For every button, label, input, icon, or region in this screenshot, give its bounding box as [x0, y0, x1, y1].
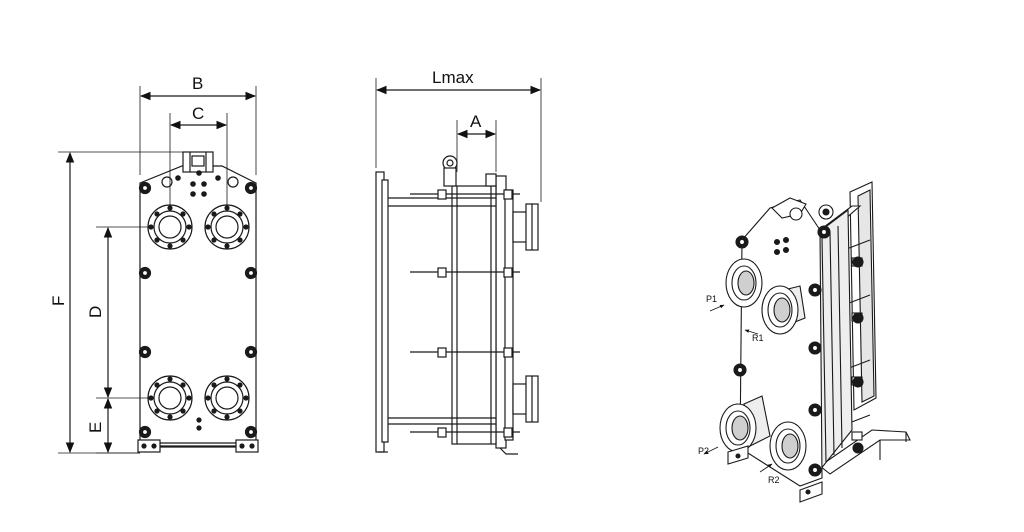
- label-d: D: [86, 306, 105, 318]
- front-flange-top-right: [204, 204, 250, 250]
- side-nozzle-top: [512, 203, 539, 251]
- side-view: [375, 78, 542, 455]
- arrow-p1: [709, 304, 725, 312]
- front-bolts: [138, 181, 258, 439]
- arrow-p2: [703, 446, 719, 455]
- iso-flange-p2: [719, 395, 771, 453]
- arrow-r1: [744, 329, 759, 335]
- label-lmax: Lmax: [432, 68, 474, 87]
- iso-flange-r1: [761, 285, 806, 335]
- label-a: A: [470, 112, 482, 131]
- side-tie-rods: [410, 189, 520, 438]
- iso-view: [703, 181, 911, 503]
- label-p2: P2: [698, 446, 709, 456]
- front-foot-left: [137, 439, 161, 453]
- front-view: [58, 86, 259, 454]
- iso-flange-r2: [769, 421, 807, 471]
- label-e: E: [86, 422, 105, 433]
- front-foot-right: [235, 439, 259, 453]
- label-f: F: [49, 296, 68, 306]
- label-r1: R1: [752, 333, 764, 343]
- label-p1: P1: [706, 294, 717, 304]
- iso-flange-p1: [725, 258, 763, 308]
- side-nozzle-bottom: [512, 375, 539, 423]
- front-flange-bottom-right: [204, 375, 250, 421]
- arrow-r2: [759, 463, 773, 473]
- label-b: B: [192, 74, 203, 93]
- front-flange-bottom-left: [147, 375, 193, 421]
- label-c: C: [192, 104, 204, 123]
- label-r2: R2: [768, 475, 780, 485]
